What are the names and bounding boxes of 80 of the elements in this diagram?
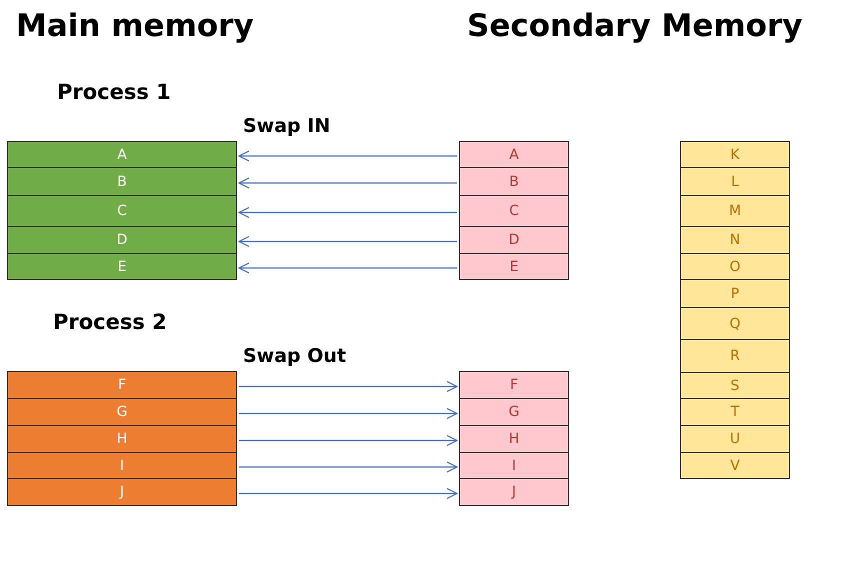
memory-cell xyxy=(680,141,790,168)
cell-letter: T xyxy=(730,405,740,419)
arrow xyxy=(239,380,458,392)
memory-cell xyxy=(680,253,790,280)
cell-letter: E xyxy=(510,260,518,274)
cell-letter: S xyxy=(730,378,740,392)
cell-letter: C xyxy=(509,204,519,218)
cell-letter: K xyxy=(730,148,740,162)
memory-cell xyxy=(7,141,237,168)
memory-cell xyxy=(680,226,790,254)
swap-label: Swap IN xyxy=(243,115,330,137)
memory-cell xyxy=(680,452,790,479)
cell-letter: F xyxy=(118,378,126,392)
process-label: Process 1 xyxy=(57,80,171,104)
memory-cell xyxy=(680,339,790,373)
cell-letter: D xyxy=(508,233,520,247)
arrow xyxy=(239,408,458,420)
arrow xyxy=(238,262,457,274)
memory-cell xyxy=(459,478,569,506)
memory-cell xyxy=(680,195,790,227)
memory-cell xyxy=(680,398,790,426)
memory-cell xyxy=(7,195,237,227)
memory-cell xyxy=(680,372,790,399)
cell-letter: H xyxy=(508,432,520,446)
memory-cell xyxy=(459,226,569,254)
cell-letter: J xyxy=(512,485,516,499)
cell-letter: A xyxy=(509,148,519,162)
cell-letter: P xyxy=(730,286,740,300)
cell-letter: B xyxy=(117,174,127,188)
memory-cell xyxy=(459,141,569,168)
arrow xyxy=(239,461,458,473)
memory-cell xyxy=(7,478,237,506)
cell-letter: M xyxy=(728,204,742,218)
cell-letter: N xyxy=(730,233,740,247)
cell-letter: V xyxy=(730,458,740,472)
memory-cell xyxy=(7,167,237,196)
arrow xyxy=(239,434,458,446)
swap-label: Swap Out xyxy=(243,345,346,367)
memory-cell xyxy=(7,253,237,280)
cell-letter: Q xyxy=(729,316,741,330)
memory-cell xyxy=(459,452,569,479)
cell-letter: I xyxy=(512,458,516,472)
cell-letter: J xyxy=(120,485,124,499)
memory-cell xyxy=(680,167,790,196)
arrow xyxy=(238,236,457,248)
arrow xyxy=(238,150,457,162)
memory-cell xyxy=(7,452,237,479)
memory-cell xyxy=(680,307,790,340)
memory-cell xyxy=(7,226,237,254)
memory-cell xyxy=(459,195,569,227)
cell-letter: B xyxy=(509,174,519,188)
memory-cell xyxy=(7,398,237,426)
memory-cell xyxy=(459,398,569,426)
heading: Main memory xyxy=(16,8,254,44)
memory-cell xyxy=(459,253,569,280)
cell-letter: H xyxy=(116,432,128,446)
cell-letter: G xyxy=(508,405,520,419)
arrow xyxy=(238,177,457,189)
memory-cell xyxy=(459,425,569,453)
cell-letter: D xyxy=(116,233,128,247)
memory-cell xyxy=(7,425,237,453)
cell-letter: A xyxy=(117,148,127,162)
memory-cell xyxy=(459,167,569,196)
memory-cell xyxy=(7,371,237,399)
cell-letter: O xyxy=(729,260,741,274)
cell-letter: E xyxy=(118,260,126,274)
memory-cell xyxy=(680,279,790,308)
memory-cell xyxy=(680,425,790,453)
arrow xyxy=(239,488,458,500)
cell-letter: C xyxy=(117,204,127,218)
cell-letter: U xyxy=(730,432,740,446)
cell-letter: G xyxy=(116,405,128,419)
cell-letter: R xyxy=(730,349,740,363)
process-label: Process 2 xyxy=(53,310,167,334)
cell-letter: L xyxy=(731,174,739,188)
heading: Secondary Memory xyxy=(467,8,802,44)
memory-cell xyxy=(459,371,569,399)
arrow xyxy=(238,206,457,218)
cell-letter: I xyxy=(120,458,124,472)
cell-letter: F xyxy=(510,378,518,392)
